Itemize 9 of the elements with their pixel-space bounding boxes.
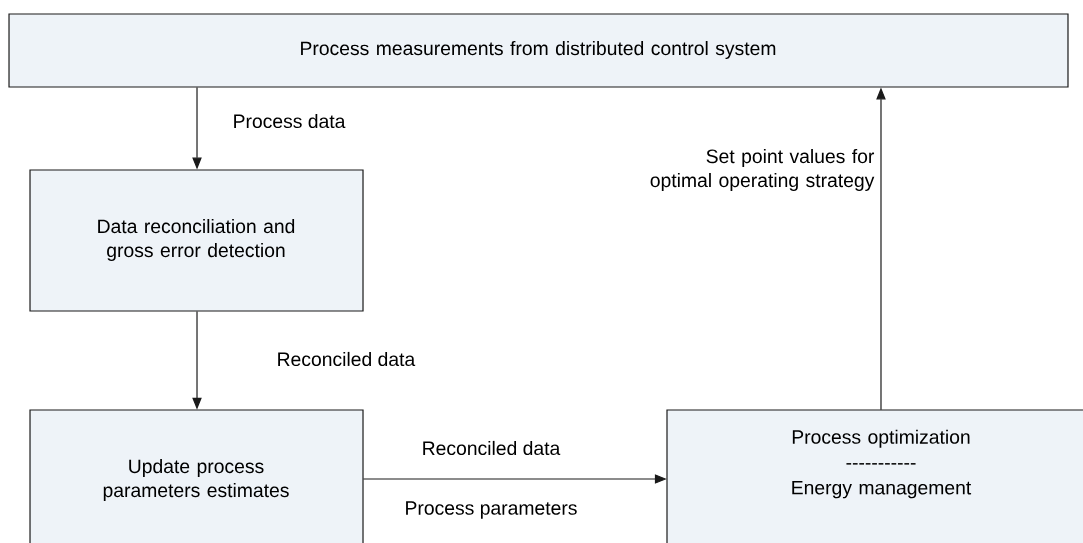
process-box: Data reconciliation and gross error detection (29, 169, 364, 312)
edge-label: Set point values for optimal operating strategy (650, 149, 875, 191)
process-box: Update process parameters estimates (29, 409, 364, 543)
process-box: Process measurements from distributed control system (8, 13, 1069, 88)
process-box: Process optimization ----------- Energy management (666, 409, 1083, 543)
edge-label: Reconciled data (423, 440, 561, 456)
edge-label: Reconciled data (278, 351, 416, 367)
edge-label: Process data (234, 113, 346, 129)
text-label: Process parameters (406, 501, 577, 519)
